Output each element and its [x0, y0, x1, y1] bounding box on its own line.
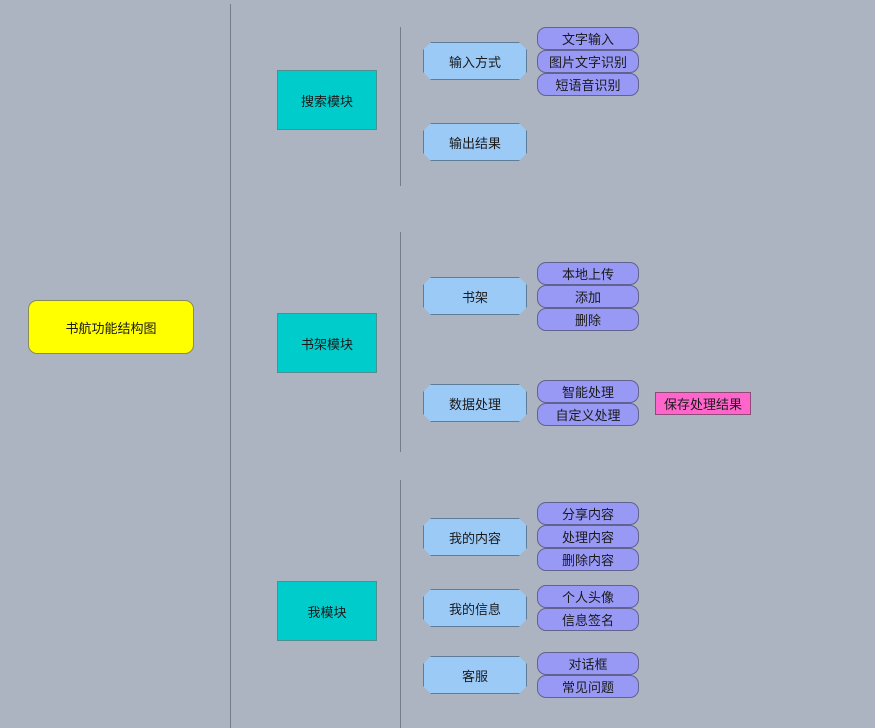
leaf-faq[interactable]: 常见问题	[537, 675, 639, 698]
leaf-custom-processing[interactable]: 自定义处理	[537, 403, 639, 426]
module-me[interactable]: 我模块	[277, 581, 377, 641]
leaf-process-content[interactable]: 处理内容	[537, 525, 639, 548]
leaf-image-text-recognition[interactable]: 图片文字识别	[537, 50, 639, 73]
sub-my-info[interactable]: 我的信息	[423, 589, 527, 627]
leaf-short-voice-recognition[interactable]: 短语音识别	[537, 73, 639, 96]
module-bookshelf[interactable]: 书架模块	[277, 313, 377, 373]
leaf-delete[interactable]: 删除	[537, 308, 639, 331]
leaf-signature[interactable]: 信息签名	[537, 608, 639, 631]
sub-bookshelf[interactable]: 书架	[423, 277, 527, 315]
note-save-result[interactable]: 保存处理结果	[655, 392, 751, 415]
module-search[interactable]: 搜索模块	[277, 70, 377, 130]
leaf-avatar[interactable]: 个人头像	[537, 585, 639, 608]
sub-output-result[interactable]: 输出结果	[423, 123, 527, 161]
root-node[interactable]: 书航功能结构图	[28, 300, 194, 354]
main-divider-line	[230, 4, 231, 728]
me-module-bracket-line	[400, 480, 401, 728]
bookshelf-module-bracket-line	[400, 232, 401, 452]
leaf-text-input[interactable]: 文字输入	[537, 27, 639, 50]
sub-input-method[interactable]: 输入方式	[423, 42, 527, 80]
leaf-share-content[interactable]: 分享内容	[537, 502, 639, 525]
search-module-bracket-line	[400, 27, 401, 186]
leaf-local-upload[interactable]: 本地上传	[537, 262, 639, 285]
leaf-smart-processing[interactable]: 智能处理	[537, 380, 639, 403]
sub-my-content[interactable]: 我的内容	[423, 518, 527, 556]
sub-customer-service[interactable]: 客服	[423, 656, 527, 694]
sub-data-processing[interactable]: 数据处理	[423, 384, 527, 422]
leaf-dialog-box[interactable]: 对话框	[537, 652, 639, 675]
leaf-add[interactable]: 添加	[537, 285, 639, 308]
leaf-delete-content[interactable]: 删除内容	[537, 548, 639, 571]
